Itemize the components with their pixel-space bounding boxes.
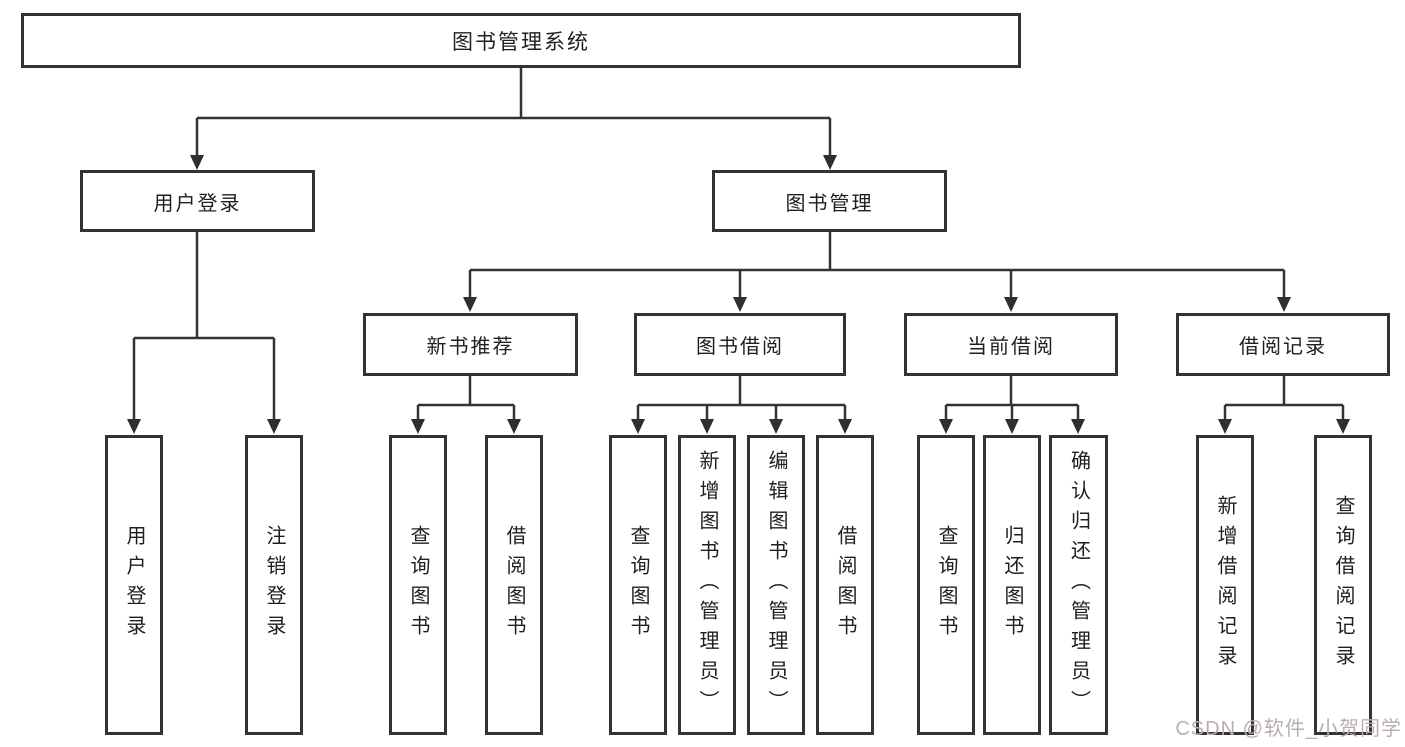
leaf-logout: 注销登录 <box>245 435 303 735</box>
node-root-label: 图书管理系统 <box>452 30 590 54</box>
node-new-book-recommend-label: 新书推荐 <box>426 336 515 358</box>
leaf-return-book: 归还图书 <box>983 435 1041 735</box>
leaf-recommend-borrow-books: 借阅图书 <box>485 435 543 735</box>
leaf-borrow-query-books-label: 查询图书 <box>627 525 649 645</box>
leaf-recommend-query-books: 查询图书 <box>389 435 447 735</box>
node-current-borrow-label: 当前借阅 <box>967 336 1055 358</box>
leaf-confirm-return-admin-label: 确认归还（管理员） <box>1067 450 1090 720</box>
leaf-add-book-admin: 新增图书（管理员） <box>678 435 736 735</box>
node-current-borrow: 当前借阅 <box>904 313 1118 376</box>
leaf-current-query-books-label: 查询图书 <box>935 525 957 645</box>
leaf-borrow-books: 借阅图书 <box>816 435 874 735</box>
leaf-confirm-return-admin: 确认归还（管理员） <box>1049 435 1108 735</box>
node-book-borrow: 图书借阅 <box>634 313 846 376</box>
node-new-book-recommend: 新书推荐 <box>363 313 578 376</box>
node-root: 图书管理系统 <box>21 13 1021 68</box>
node-borrow-records: 借阅记录 <box>1176 313 1390 376</box>
leaf-add-book-admin-label: 新增图书（管理员） <box>696 450 718 720</box>
node-book-management: 图书管理 <box>712 170 947 232</box>
leaf-add-borrow-record-label: 新增借阅记录 <box>1214 495 1236 675</box>
leaf-borrow-books-label: 借阅图书 <box>834 525 856 645</box>
leaf-recommend-borrow-books-label: 借阅图书 <box>503 525 525 645</box>
csdn-watermark: CSDN @软件_小贺同学 <box>1175 718 1402 740</box>
leaf-borrow-query-books: 查询图书 <box>609 435 667 735</box>
node-user-login: 用户登录 <box>80 170 315 232</box>
node-book-borrow-label: 图书借阅 <box>696 336 784 358</box>
node-borrow-records-label: 借阅记录 <box>1239 336 1327 358</box>
leaf-current-query-books: 查询图书 <box>917 435 975 735</box>
node-book-management-label: 图书管理 <box>785 192 874 215</box>
leaf-query-borrow-record-label: 查询借阅记录 <box>1332 495 1354 675</box>
leaf-logout-label: 注销登录 <box>263 525 285 645</box>
leaf-edit-book-admin: 编辑图书（管理员） <box>747 435 805 735</box>
arrowheads <box>127 155 1350 434</box>
leaf-user-login: 用户登录 <box>105 435 163 735</box>
leaf-query-borrow-record: 查询借阅记录 <box>1314 435 1372 735</box>
leaf-recommend-query-books-label: 查询图书 <box>407 525 429 645</box>
node-user-login-label: 用户登录 <box>153 192 242 215</box>
leaf-return-book-label: 归还图书 <box>1001 525 1023 645</box>
leaf-add-borrow-record: 新增借阅记录 <box>1196 435 1254 735</box>
leaf-edit-book-admin-label: 编辑图书（管理员） <box>765 450 787 720</box>
leaf-user-login-label: 用户登录 <box>123 525 145 645</box>
